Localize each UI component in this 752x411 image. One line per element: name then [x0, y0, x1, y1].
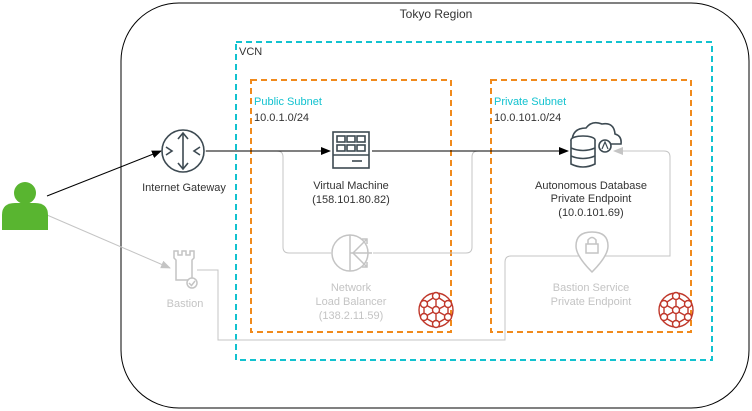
db-label-line1: Autonomous Database: [535, 180, 647, 192]
private-subnet-boundary: [490, 79, 692, 333]
public-subnet-boundary: [250, 79, 452, 333]
lock-pin-icon: [575, 231, 609, 274]
region-boundary: [120, 2, 750, 409]
database-icon: [570, 121, 622, 168]
db-label-line2: Private Endpoint: [550, 193, 632, 205]
load-balancer-label-line2: Load Balancer: [315, 296, 387, 308]
private-subnet-cidr: 10.0.101.0/24: [494, 112, 562, 124]
server-icon: [332, 131, 370, 169]
vcn-label: VCN: [239, 46, 263, 58]
user-to-bastion-arrow: [46, 214, 171, 269]
subnet-mesh-icon-private: [658, 291, 694, 329]
bastion-endpoint-label-line1: Bastion Service: [552, 282, 630, 294]
db-ip: (10.0.101.69): [558, 207, 624, 219]
load-balancer-to-db-line: [373, 150, 560, 254]
private-subnet-label: Private Subnet: [494, 96, 567, 108]
bastion-endpoint-label-line2: Private Endpoint: [550, 296, 632, 308]
load-balancer-label-line1: Network: [330, 282, 372, 294]
region-label: Tokyo Region: [399, 7, 473, 21]
public-subnet-cidr: 10.0.1.0/24: [254, 112, 310, 124]
load-balancer-icon: [331, 234, 372, 272]
public-subnet-label: Public Subnet: [254, 96, 322, 108]
gateway-icon: [161, 129, 205, 173]
bastion-to-endpoint-line: [197, 147, 671, 341]
internet-gateway-label: Internet Gateway: [142, 182, 226, 194]
load-balancer-ip: (138.2.11.59): [318, 310, 384, 322]
vm-ip: (158.101.80.82): [312, 194, 390, 206]
user-to-gateway-arrow: [46, 150, 162, 197]
bastion-label: Bastion: [166, 298, 204, 310]
vcn-boundary: [235, 41, 713, 361]
vm-label: Virtual Machine: [313, 180, 389, 192]
subnet-mesh-icon-public: [418, 291, 454, 329]
bastion-icon: [173, 250, 198, 289]
user-icon: [2, 182, 48, 230]
